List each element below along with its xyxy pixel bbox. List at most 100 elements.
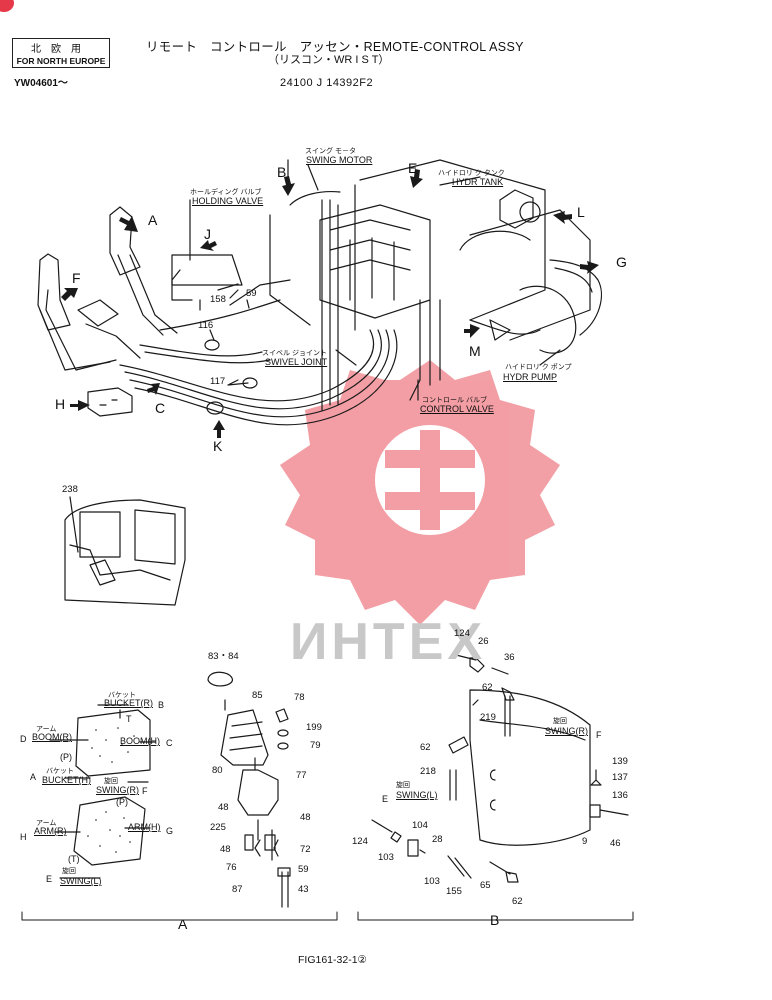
view-letter-l: L xyxy=(577,204,585,220)
pattern-bucket-h-mark: A xyxy=(30,772,37,782)
watermark-text: ИНТЕХ xyxy=(290,613,487,671)
part-9: 9 xyxy=(582,836,588,847)
part-80: 80 xyxy=(212,765,223,776)
pattern-t1: T xyxy=(126,714,132,724)
part-48-a: 48 xyxy=(218,802,229,813)
swivel-joint-label: SWIVEL JOINT xyxy=(265,357,328,367)
page-subtitle: （リスコン・WR I S T） xyxy=(268,54,390,66)
pattern-swing-l-mark: E xyxy=(46,874,53,884)
pattern-arm-r: ARM(R) xyxy=(34,826,67,836)
view-letter-e: E xyxy=(408,160,418,176)
region-en: FOR NORTH EUROPE xyxy=(16,56,106,66)
part-139: 139 xyxy=(612,756,628,767)
part-77: 77 xyxy=(296,770,307,781)
part-36: 36 xyxy=(504,652,515,663)
hydr-pump-label: HYDR PUMP xyxy=(503,372,558,382)
pattern-swing-r: SWING(R) xyxy=(96,785,139,795)
holding-valve-label: HOLDING VALVE xyxy=(192,196,264,206)
part-116: 116 xyxy=(198,320,214,331)
part-59: 59 xyxy=(246,288,257,299)
section-label-b: B xyxy=(490,912,500,928)
part-62-a: 62 xyxy=(482,682,493,693)
part-225: 225 xyxy=(210,822,226,833)
part-85: 85 xyxy=(252,690,263,701)
pattern-bucket-r-jp: バケット xyxy=(108,692,136,699)
view-b-swing-r-mark: F xyxy=(596,730,602,740)
part-76: 76 xyxy=(226,862,237,873)
swivel-joint-jp: スイベル ジョイント xyxy=(262,350,327,357)
region-box: 北欧用 FOR NORTH EUROPE xyxy=(12,38,110,68)
pattern-bucket-h-jp: バケット xyxy=(46,768,74,775)
control-valve-jp: コントロール バルブ xyxy=(422,397,487,404)
corner-marker xyxy=(0,0,14,12)
pattern-p1: (P) xyxy=(60,752,72,762)
part-155: 155 xyxy=(446,886,462,897)
pattern-t2: (T) xyxy=(68,854,80,864)
hydr-pump-jp: ハイドロリ ク ポンプ xyxy=(505,364,572,371)
part-83-84: 83・84 xyxy=(208,651,239,662)
pattern-arm-jp: アーム xyxy=(36,726,57,733)
view-letter-g: G xyxy=(616,254,627,270)
view-b-swing-l: SWING(L) xyxy=(396,790,438,800)
pattern-boom-r: BOOM(R) xyxy=(32,732,72,742)
view-b-swing-l-mark: E xyxy=(382,794,389,804)
part-124-b: 124 xyxy=(352,836,368,847)
pattern-arm-h-mark: G xyxy=(166,826,174,836)
region-jp: 北欧用 xyxy=(31,44,91,55)
view-b-swing-r: SWING(R) xyxy=(545,726,588,736)
watermark-gear-icon xyxy=(280,360,560,625)
part-46: 46 xyxy=(610,838,621,849)
view-letter-b: B xyxy=(277,164,287,180)
part-136: 136 xyxy=(612,790,628,801)
part-79: 79 xyxy=(310,740,321,751)
part-72: 72 xyxy=(300,844,311,855)
pattern-bucket-r-mark: B xyxy=(158,700,165,710)
pattern-swing-l-jp: 旋回 xyxy=(62,868,76,875)
part-238: 238 xyxy=(62,484,78,495)
pattern-arm-h: ARM(H) xyxy=(128,822,161,832)
pattern-boom-h: BOOM(H) xyxy=(120,736,160,746)
pattern-bucket-h: BUCKET(H) xyxy=(42,775,91,785)
part-158: 158 xyxy=(210,294,226,305)
pattern-swing-l: SWING(L) xyxy=(60,876,102,886)
part-104: 104 xyxy=(412,820,428,831)
holding-valve-jp: ホールディング バルブ xyxy=(190,189,262,196)
view-letter-a: A xyxy=(148,212,158,228)
pattern-boom-h-mark: C xyxy=(166,738,173,748)
view-letter-m: M xyxy=(469,343,481,359)
part-48-c: 48 xyxy=(220,844,231,855)
part-219: 219 xyxy=(480,712,496,723)
pattern-swing-r-mark: F xyxy=(142,786,148,796)
part-65: 65 xyxy=(480,880,491,891)
part-218: 218 xyxy=(420,766,436,777)
page-title: リモート コントロール アッセン・REMOTE-CONTROL ASSY xyxy=(146,40,524,54)
swing-motor-label: SWING MOTOR xyxy=(306,155,373,165)
part-87: 87 xyxy=(232,884,243,895)
figure-reference: FIG161-32-1② xyxy=(298,954,367,966)
pattern-speckle xyxy=(87,727,135,853)
view-letter-j: J xyxy=(204,226,211,242)
part-28: 28 xyxy=(432,834,443,845)
view-letter-h: H xyxy=(55,396,66,412)
part-199: 199 xyxy=(306,722,322,733)
part-26: 26 xyxy=(478,636,489,647)
section-label-a: A xyxy=(178,916,188,932)
part-62-c: 62 xyxy=(512,896,523,907)
view-letter-k: K xyxy=(213,438,223,454)
pattern-swing-r-jp: 旋回 xyxy=(104,778,118,785)
serial-range: YW04601～ xyxy=(14,78,68,89)
part-62-b: 62 xyxy=(420,742,431,753)
part-117: 117 xyxy=(210,376,226,387)
part-43: 43 xyxy=(298,884,309,895)
view-b-swing-r-jp: 旋回 xyxy=(553,718,567,725)
part-78: 78 xyxy=(294,692,305,703)
pattern-p2: (P) xyxy=(116,797,128,807)
part-number: 24100 J 14392F2 xyxy=(280,77,374,89)
swing-motor-jp: スイング モ－タ xyxy=(305,148,356,155)
part-48-b: 48 xyxy=(300,812,311,823)
pattern-boom-r-mark: D xyxy=(20,734,27,744)
hydr-tank-label: HYDR TANK xyxy=(452,177,504,187)
control-valve-label: CONTROL VALVE xyxy=(420,404,494,414)
pattern-arm-r-jp: アーム xyxy=(36,820,57,827)
